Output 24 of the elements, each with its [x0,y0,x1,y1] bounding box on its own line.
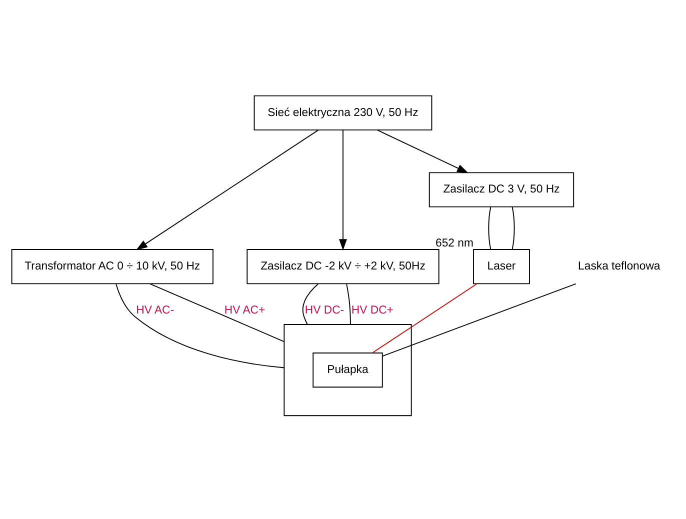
arrow [136,130,319,250]
node-box: Zasilacz DC -2 kV ÷ +2 kV, 50Hz [246,249,440,284]
node-label: 652 nm [436,237,474,250]
node-box: Pułapka [312,352,383,388]
connector [149,283,285,342]
node-text: Laska teflonowa [578,260,660,273]
connector [372,283,478,354]
arrow [339,130,347,251]
connector [346,284,351,325]
connector [382,283,576,357]
node-box: Transformator AC 0 ÷ 10 kV, 50 Hz [11,249,214,284]
edge-label: HV AC- [136,304,174,317]
edge-label: HV DC- [304,304,344,317]
arrow [376,130,468,174]
connector [116,284,285,368]
connector [302,283,319,325]
node-box: Laser [473,249,530,284]
node-box: Sieć elektryczna 230 V, 50 Hz [254,95,432,130]
connector [488,206,492,250]
cluster [284,324,412,416]
connector [512,206,515,250]
node-box: Zasilacz DC 3 V, 50 Hz [428,172,574,208]
edge-label: HV AC+ [224,304,266,317]
edge-label: HV DC+ [351,304,394,317]
